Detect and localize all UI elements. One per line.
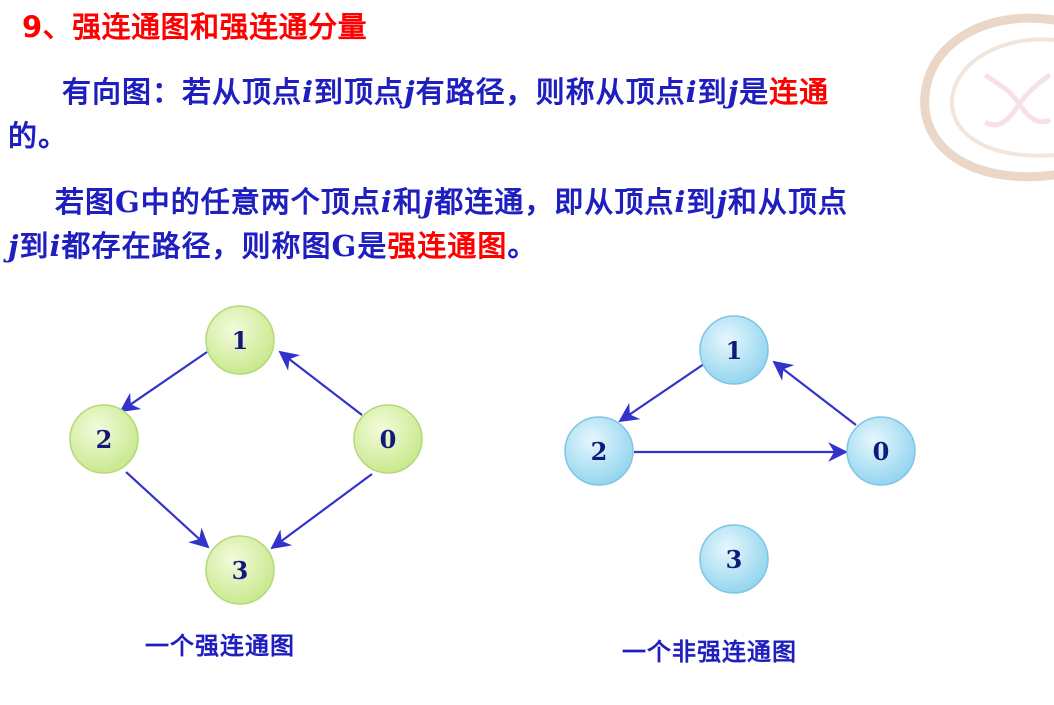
text-segment: 到 [686, 185, 717, 219]
node-label: 2 [96, 425, 113, 454]
text-segment: 的。 [8, 119, 69, 153]
node-label: 0 [380, 425, 397, 454]
highlight-term: 连通 [769, 75, 830, 109]
variable-symbol: j [8, 229, 20, 263]
edge-1-to-2 [119, 351, 208, 413]
variable-symbol: i [49, 229, 62, 263]
node-label: 3 [726, 545, 743, 574]
highlight-term: 强连通图 [387, 229, 508, 263]
edge-2-to-3 [125, 471, 210, 549]
text-segment: 。 [507, 229, 538, 263]
node-1: 1 [205, 305, 275, 375]
node-3: 3 [699, 524, 769, 594]
text-segment: 到顶点 [314, 75, 405, 109]
text-segment: 到 [697, 75, 728, 109]
edge-0-to-3 [270, 473, 373, 550]
text-segment: 是 [739, 75, 770, 109]
text-segment: 和从顶点 [727, 185, 848, 219]
logo-watermark [920, 13, 1054, 182]
node-3: 3 [205, 535, 275, 605]
definition-connected-line1: 有向图：若从顶点i到顶点j有路径，则称从顶点i到j是连通 [62, 70, 829, 114]
node-0: 0 [846, 416, 916, 486]
text-segment: 都存在路径，则称图G是 [61, 229, 388, 263]
variable-symbol: i [685, 75, 698, 109]
text-segment: 有向图：若从顶点 [62, 75, 303, 109]
node-label: 1 [726, 336, 743, 365]
edge-0-to-1 [772, 360, 857, 426]
strongly-connected-graph: 1 2 0 3 [69, 305, 423, 605]
variable-symbol: i [674, 185, 687, 219]
text-segment: 到 [19, 229, 50, 263]
variable-symbol: i [380, 185, 393, 219]
text-segment: 有路径，则称从顶点 [415, 75, 686, 109]
node-1: 1 [699, 315, 769, 385]
node-2: 2 [564, 416, 634, 486]
node-2: 2 [69, 404, 139, 474]
node-label: 2 [591, 437, 608, 466]
node-label: 0 [873, 437, 890, 466]
slide-title: 9、强连通图和强连通分量 [22, 10, 368, 44]
text-segment: 若图G中的任意两个顶点 [55, 185, 381, 219]
definition-connected-line2: 的。 [8, 114, 68, 158]
variable-symbol: j [727, 75, 740, 109]
text-segment: 和 [392, 185, 423, 219]
node-label: 1 [232, 326, 249, 355]
edge-1-to-2 [618, 363, 705, 423]
definition-strongly-connected-line1: 若图G中的任意两个顶点i和j都连通，即从顶点i到j和从顶点 [55, 180, 848, 224]
variable-symbol: i [302, 75, 315, 109]
variable-symbol: j [422, 185, 435, 219]
variable-symbol: j [716, 185, 728, 219]
text-segment: 都连通，即从顶点 [434, 185, 675, 219]
edge-0-to-1 [278, 350, 363, 416]
caption-not-strongly-connected: 一个非强连通图 [622, 637, 797, 666]
variable-symbol: j [404, 75, 416, 109]
node-label: 3 [232, 556, 249, 585]
caption-strongly-connected: 一个强连通图 [145, 631, 295, 660]
not-strongly-connected-graph: 1 2 0 3 [564, 315, 916, 594]
definition-strongly-connected-line2: j到i都存在路径，则称图G是强连通图。 [8, 224, 537, 268]
node-0: 0 [353, 404, 423, 474]
